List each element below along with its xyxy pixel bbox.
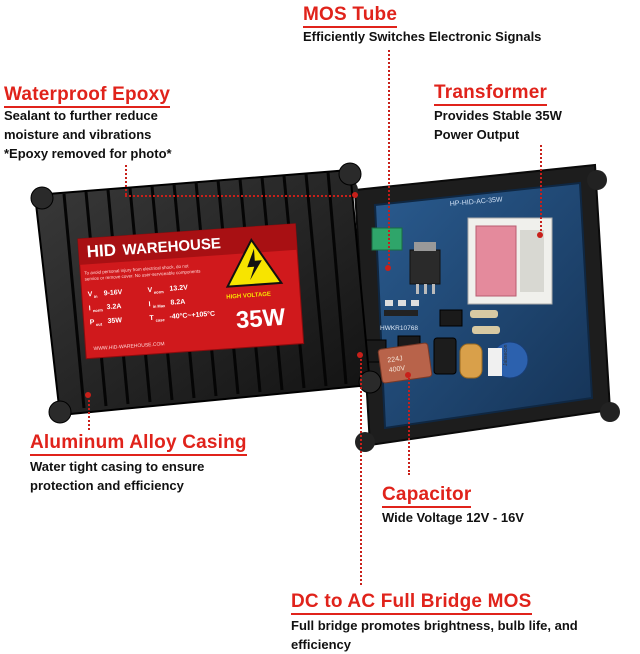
svg-text:Jabsecon: Jabsecon <box>503 344 509 366</box>
epoxy-leader-dot <box>352 192 358 198</box>
full-bridge-desc: Full bridge promotes brightness, bulb li… <box>291 618 578 652</box>
high-voltage-text: HIGH VOLTAGE <box>226 292 271 301</box>
mos-leader-line <box>388 50 390 268</box>
brand-hid: HID <box>86 240 117 261</box>
bridge-leader-dot <box>357 352 363 358</box>
svg-text:224J: 224J <box>387 355 403 364</box>
svg-text:in: in <box>94 294 98 299</box>
bridge-leader-line <box>360 355 362 585</box>
mos-leader-dot <box>385 265 391 271</box>
product-label: HID WAREHOUSE To avoid personal injury f… <box>77 223 305 360</box>
brand-warehouse: WAREHOUSE <box>122 235 221 259</box>
website-text: WWW.HID-WAREHOUSE.COM <box>93 341 164 352</box>
svg-text:8.2A: 8.2A <box>170 299 185 307</box>
svg-text:P: P <box>89 319 94 326</box>
mosfet-3 <box>439 309 463 327</box>
transformer-leader-dot <box>537 232 543 238</box>
svg-text:I: I <box>148 301 150 308</box>
transformer-coil <box>475 225 517 297</box>
svg-text:V: V <box>147 287 152 294</box>
capacitor-desc: Wide Voltage 12V - 16V <box>382 510 524 525</box>
film-capacitor-component: 224J 400V <box>377 342 433 384</box>
capacitor-leader-dot <box>405 372 411 378</box>
electrolytic-capacitor <box>433 337 457 375</box>
svg-text:norm: norm <box>93 307 104 313</box>
transformer-desc-1: Provides Stable 35W <box>434 108 562 123</box>
svg-text:400V: 400V <box>388 365 405 374</box>
capacitor-leader-line <box>408 375 410 475</box>
mos-tube-desc: Efficiently Switches Electronic Signals <box>303 29 542 44</box>
transformer-desc-2: Power Output <box>434 127 520 142</box>
epoxy-leader-hline <box>125 195 355 197</box>
casing-title: Aluminum Alloy Casing <box>30 432 247 456</box>
pcb-components: HP-HID-AC-35W HWKR10768 224J 400V <box>357 196 553 384</box>
full-bridge-title: DC to AC Full Bridge MOS <box>291 591 532 615</box>
casing-leader-line <box>88 395 90 430</box>
epoxy-title: Waterproof Epoxy <box>4 84 171 108</box>
open-casing <box>338 163 620 452</box>
mos-tube-title: MOS Tube <box>303 4 398 28</box>
pcb-board-id: HWKR10768 <box>380 325 418 332</box>
epoxy-desc-1: Sealant to further reduce <box>4 108 158 123</box>
casing-leader-dot <box>85 392 91 398</box>
transformer-leader-line <box>540 145 542 235</box>
capacitor-title: Capacitor <box>382 484 472 508</box>
svg-text:I: I <box>89 305 91 312</box>
ballast-illustration: HP-HID-AC-35W HWKR10768 224J 400V <box>30 162 620 452</box>
transformer-title: Transformer <box>434 82 548 106</box>
svg-text:3.2A: 3.2A <box>106 303 121 311</box>
svg-text:9-16V: 9-16V <box>103 289 122 297</box>
svg-text:case: case <box>156 317 166 323</box>
casing-desc-1: Water tight casing to ensure <box>30 459 205 474</box>
svg-text:T: T <box>149 315 154 322</box>
svg-text:in Max: in Max <box>153 303 167 309</box>
svg-text:norm: norm <box>154 289 165 295</box>
svg-text:V: V <box>88 291 93 298</box>
green-connector <box>371 227 403 251</box>
epoxy-desc-3: *Epoxy removed for photo* <box>4 146 172 161</box>
svg-text:-40°C~+105°C: -40°C~+105°C <box>169 310 215 321</box>
spec-table: V in 9-16V V norm 13.2V I norm 3.2A I in… <box>88 284 216 327</box>
wattage-text: 35W <box>235 304 286 334</box>
svg-text:out: out <box>96 321 103 326</box>
svg-text:35W: 35W <box>107 317 122 325</box>
svg-text:13.2V: 13.2V <box>169 284 188 292</box>
pcb-model-text: HP-HID-AC-35W <box>450 196 504 208</box>
epoxy-leader-line <box>125 165 127 195</box>
casing-desc-2: protection and efficiency <box>30 478 184 493</box>
mos-tube-component <box>409 249 441 285</box>
epoxy-desc-2: moisture and vibrations <box>4 127 152 142</box>
